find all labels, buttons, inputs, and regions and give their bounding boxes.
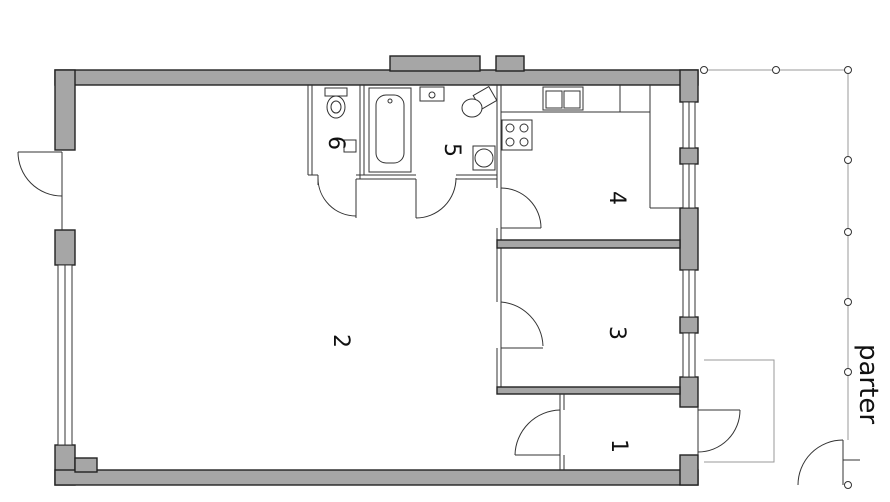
room-3-label: 3: [604, 326, 629, 340]
windows: [57, 101, 696, 446]
doors: [17, 151, 860, 486]
porch: [700, 66, 852, 489]
room-2-label: 2: [328, 334, 353, 348]
room-6-label: 6: [323, 136, 348, 150]
room-4-label: 4: [604, 191, 629, 205]
room-1-label: 1: [606, 439, 631, 453]
interior-walls: [307, 85, 681, 470]
room-5-label: 5: [439, 143, 464, 157]
floor-label: parter: [853, 344, 883, 424]
fixtures: [324, 85, 584, 173]
outer-walls: [54, 55, 699, 486]
